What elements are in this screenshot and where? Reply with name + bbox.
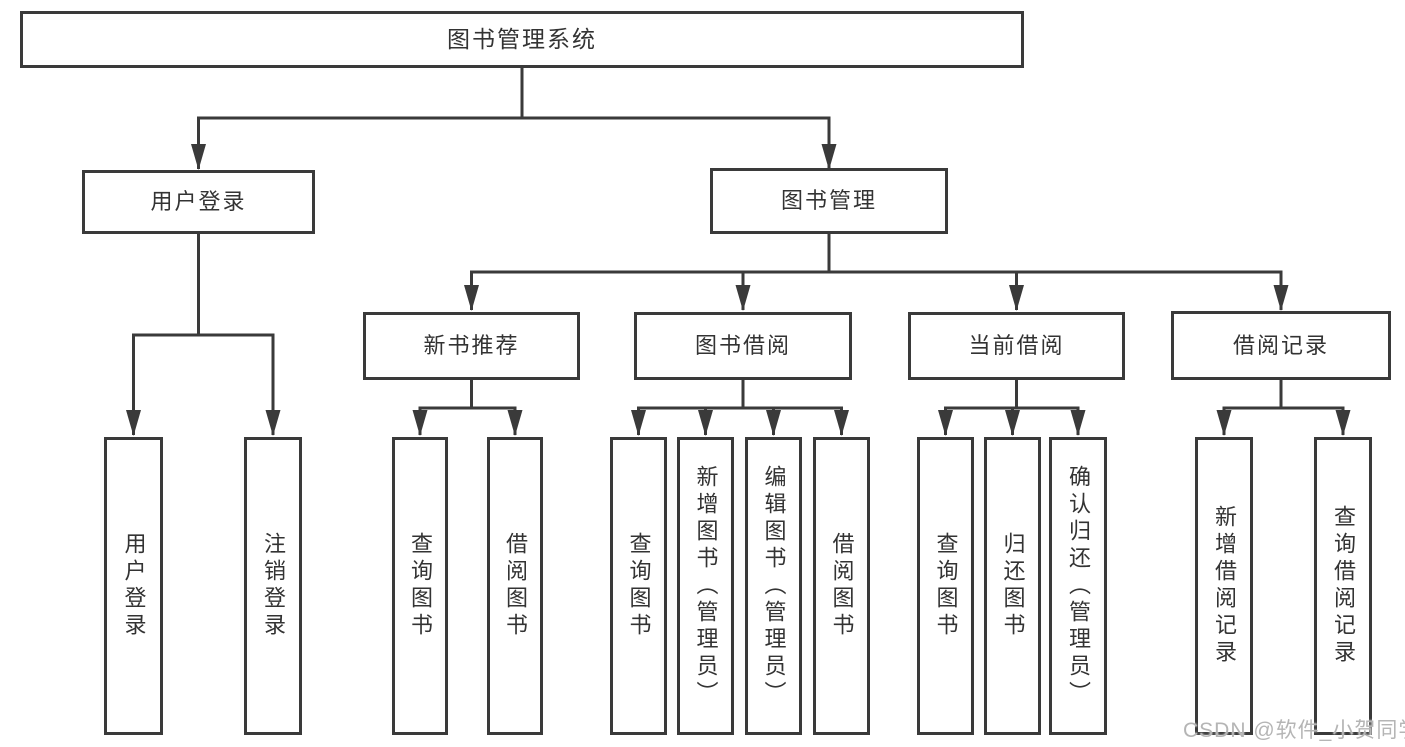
connector-borrow-to-leaves: [637, 380, 843, 435]
node-label: 借阅图书: [829, 532, 855, 640]
leaf-current-confirm-return-admin: 确认归还（管理员）: [1049, 437, 1107, 735]
arrowhead: [735, 285, 751, 311]
leaf-newbooks-query-books: 查询图书: [392, 437, 448, 735]
arrowhead: [698, 410, 713, 436]
arrowhead: [766, 410, 781, 436]
node-label: 图书管理: [780, 188, 877, 213]
connector-user-login-to-leaves: [132, 234, 275, 435]
connector-root-to-level2: [197, 68, 831, 169]
node-library-system-root: 图书管理系统: [20, 11, 1024, 68]
arrowhead: [1070, 410, 1086, 436]
arrowhead: [1009, 285, 1024, 311]
leaf-current-query-books: 查询图书: [917, 437, 974, 735]
connector-book-mgmt-to-level3: [470, 234, 1283, 310]
arrowhead: [265, 410, 281, 436]
node-label: 归还图书: [1000, 532, 1026, 640]
leaf-current-return-books: 归还图书: [984, 437, 1041, 735]
leaf-borrow-add-books-admin: 新增图书（管理员）: [677, 437, 734, 735]
node-new-book-recommend: 新书推荐: [363, 312, 580, 380]
node-label: 查询借阅记录: [1331, 505, 1356, 667]
node-borrowing-records: 借阅记录: [1171, 311, 1391, 380]
arrowhead: [1216, 410, 1232, 436]
node-label: 当前借阅: [968, 333, 1065, 358]
node-label: 新增图书（管理员）: [693, 464, 719, 708]
leaf-records-query-record: 查询借阅记录: [1314, 437, 1372, 735]
arrowhead: [631, 410, 646, 436]
arrowhead: [126, 410, 141, 436]
connector-records-to-leaves: [1222, 380, 1345, 435]
leaf-borrow-borrow-books: 借阅图书: [813, 437, 870, 735]
node-label: 查询图书: [933, 532, 959, 640]
node-label: 注销登录: [261, 532, 286, 640]
arrowhead: [1335, 410, 1351, 436]
arrowhead: [412, 410, 428, 436]
leaf-borrow-edit-books-admin: 编辑图书（管理员）: [745, 437, 802, 735]
csdn-watermark: CSDN @软件_小贺同学: [1183, 719, 1405, 742]
arrowhead: [1005, 410, 1020, 436]
node-label: 借阅记录: [1232, 332, 1329, 358]
node-label: 编辑图书（管理员）: [761, 464, 787, 708]
arrowheads: [126, 144, 1351, 436]
node-label: 确认归还（管理员）: [1066, 464, 1091, 708]
node-label: 用户登录: [121, 532, 147, 640]
node-book-borrowing: 图书借阅: [634, 312, 852, 380]
node-label: 查询图书: [626, 532, 652, 640]
node-user-login: 用户登录: [82, 170, 315, 234]
arrowhead: [821, 144, 837, 170]
node-label: 新书推荐: [423, 333, 520, 358]
node-label: 用户登录: [150, 189, 247, 214]
arrowhead: [1273, 285, 1289, 311]
arrowhead: [464, 285, 479, 311]
node-label: 借阅图书: [503, 532, 528, 640]
leaf-newbooks-borrow-books: 借阅图书: [487, 437, 543, 735]
leaf-borrow-query-books: 查询图书: [610, 437, 667, 735]
node-label: 查询图书: [408, 532, 433, 640]
node-label: 新增借阅记录: [1212, 505, 1237, 667]
leaf-records-add-record: 新增借阅记录: [1195, 437, 1253, 735]
node-current-borrowing: 当前借阅: [908, 312, 1125, 380]
node-label: 图书借阅: [694, 333, 791, 358]
connector-new-books-to-leaves: [418, 380, 517, 435]
node-label: 图书管理系统: [447, 26, 597, 52]
leaf-user-login: 用户登录: [104, 437, 163, 735]
arrowhead: [191, 144, 206, 170]
arrowhead: [507, 410, 523, 436]
leaf-logout: 注销登录: [244, 437, 302, 735]
arrowhead: [938, 410, 953, 436]
arrowhead: [834, 410, 849, 436]
node-book-management: 图书管理: [710, 168, 948, 234]
